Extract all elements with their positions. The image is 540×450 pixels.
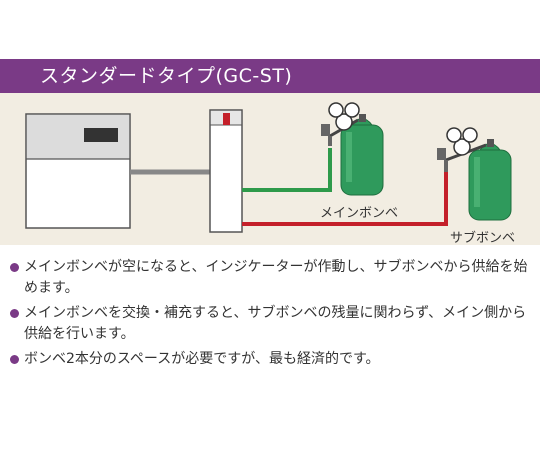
display-panel [84,128,118,142]
gas-cylinder-icon [340,114,384,196]
note-item: メインボンベを交換・補充すると、サブボンベの残量に関わらず、メイン側から供給を行… [10,303,530,345]
instrument-unit [25,113,131,229]
bullet-icon [10,263,19,272]
pressure-regulator-icon [437,127,487,172]
gas-cylinder-icon [468,139,512,221]
main-cylinder-label: メインボンベ [320,206,399,221]
switching-unit [209,109,243,233]
note-text: メインボンベが空になると、インジケーターが作動し、サブボンベから供給を始めます。 [24,259,528,296]
pressure-regulator-icon [321,102,360,146]
note-item: メインボンベが空になると、インジケーターが作動し、サブボンベから供給を始めます。 [10,257,530,299]
indicator-red [223,113,230,125]
bullet-icon [10,309,19,318]
note-item: ボンベ2本分のスペースが必要ですが、最も経済的です。 [10,349,530,370]
notes-list: メインボンベが空になると、インジケーターが作動し、サブボンベから供給を始めます。… [10,257,530,374]
green-line [242,148,332,192]
bullet-icon [10,355,19,364]
note-text: メインボンベを交換・補充すると、サブボンベの残量に関わらず、メイン側から供給を行… [24,305,527,342]
sub-cylinder-label: サブボンベ [450,231,516,246]
section-header: スタンダードタイプ(GC-ST) [0,59,540,93]
header-title: スタンダードタイプ(GC-ST) [40,65,293,87]
note-text: ボンベ2本分のスペースが必要ですが、最も経済的です。 [24,351,380,367]
red-line [242,172,448,226]
